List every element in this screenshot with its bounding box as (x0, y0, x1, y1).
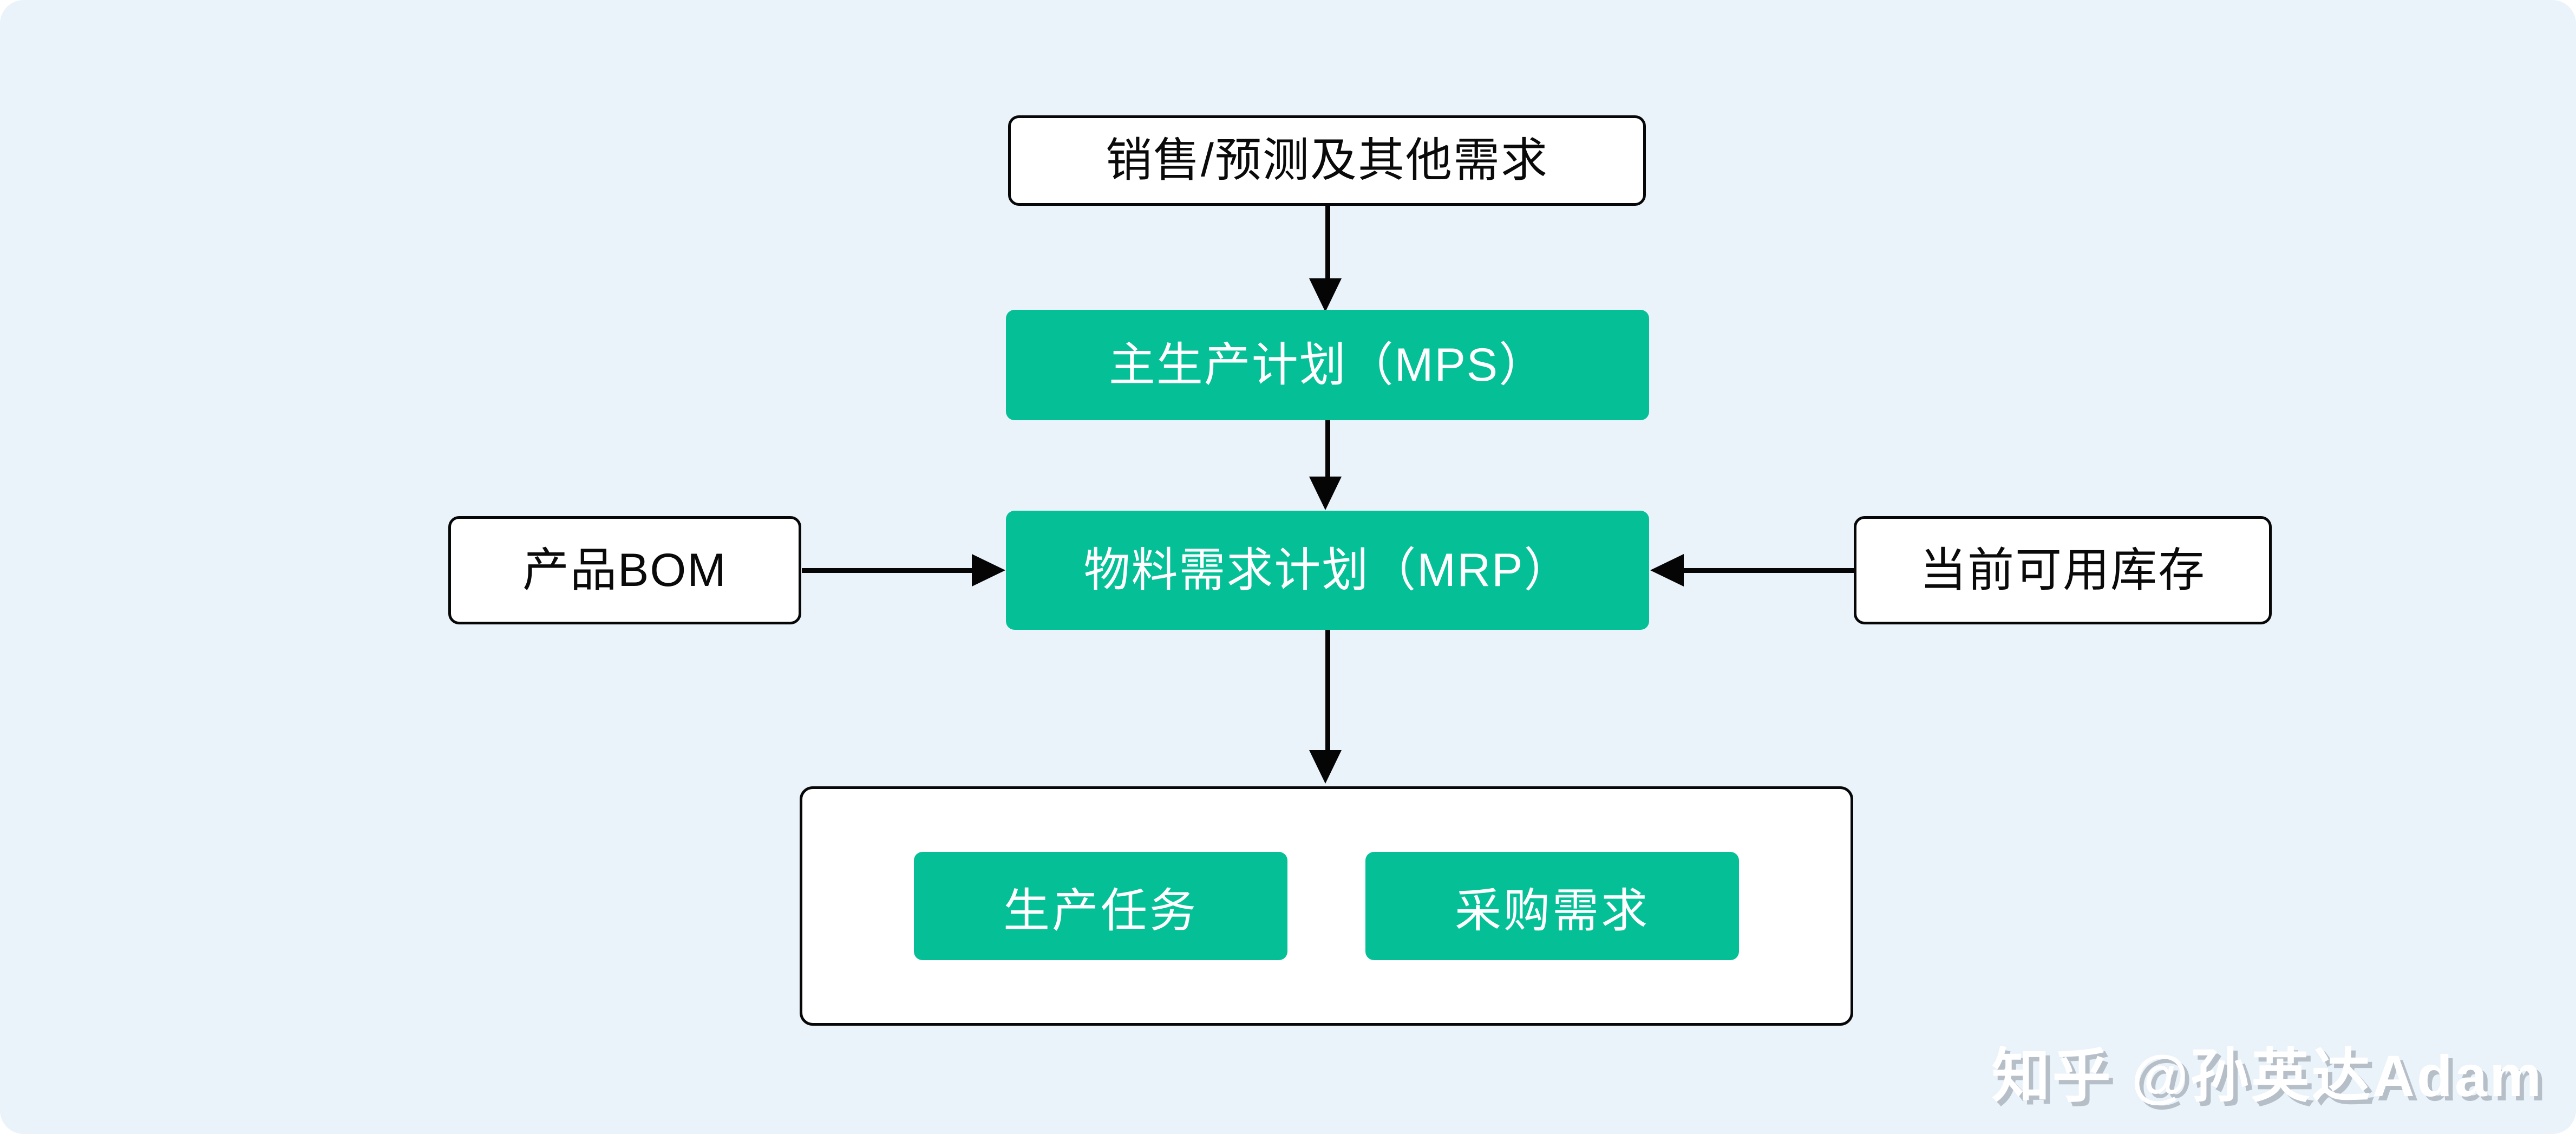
connector-stock-to-mrp-arrowhead-icon (1650, 554, 1684, 586)
connector-demand-to-mps-line (1325, 206, 1330, 282)
node-label: 生产任务 (1003, 884, 1198, 937)
node-sales-forecast-demand[interactable]: 销售/预测及其他需求 (1008, 115, 1646, 206)
node-label: 采购需求 (1455, 884, 1650, 937)
connector-demand-to-mps-arrowhead-icon (1309, 278, 1342, 312)
connector-mps-to-mrp-line (1325, 420, 1330, 478)
connector-bom-to-mrp-line (802, 568, 973, 573)
node-product-bom[interactable]: 产品BOM (448, 516, 801, 624)
node-purchase-requirement[interactable]: 采购需求 (1365, 852, 1739, 960)
node-label: 销售/预测及其他需求 (1106, 134, 1548, 187)
node-label: 物料需求计划（MRP） (1083, 544, 1572, 596)
node-label: 当前可用库存 (1920, 544, 2206, 596)
connector-mps-to-mrp-arrowhead-icon (1309, 477, 1342, 510)
connector-stock-to-mrp-line (1684, 568, 1855, 573)
watermark: 知乎 @孙英达Adam (1991, 1043, 2544, 1109)
node-label: 主生产计划（MPS） (1108, 338, 1547, 391)
node-material-requirements-planning[interactable]: 物料需求计划（MRP） (1006, 511, 1649, 630)
node-current-available-inventory[interactable]: 当前可用库存 (1854, 516, 2272, 624)
node-label: 产品BOM (522, 544, 727, 596)
connector-mrp-to-outputs-line (1325, 630, 1330, 750)
node-production-task[interactable]: 生产任务 (914, 852, 1287, 960)
node-outputs-group: 生产任务 采购需求 (800, 786, 1853, 1026)
node-master-production-schedule[interactable]: 主生产计划（MPS） (1006, 310, 1649, 420)
connector-mrp-to-outputs-arrowhead-icon (1309, 750, 1342, 784)
connector-bom-to-mrp-arrowhead-icon (972, 554, 1005, 586)
